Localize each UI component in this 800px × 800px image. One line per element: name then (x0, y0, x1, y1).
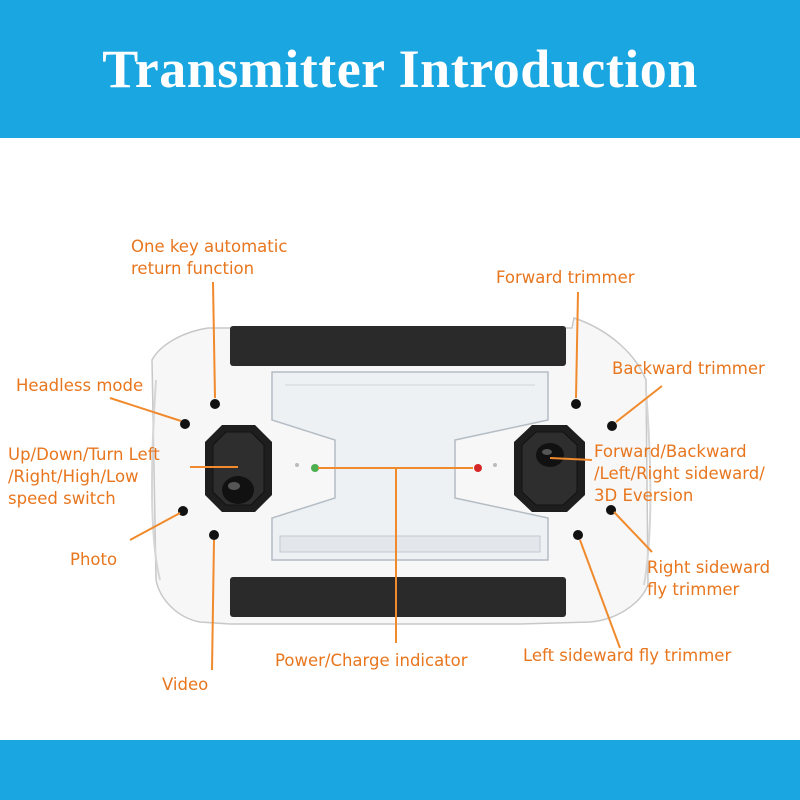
left-sideward-trimmer-button[interactable] (573, 530, 583, 540)
backward-trimmer-button[interactable] (607, 421, 617, 431)
label-photo: Photo (70, 550, 118, 569)
leader-lines (109, 281, 663, 671)
phone-holder (271, 371, 549, 561)
video-button[interactable] (209, 530, 219, 540)
one-key-return-button[interactable] (210, 399, 220, 409)
right-joystick[interactable] (514, 425, 585, 512)
label-direction-stick: Forward/Backward/Left/Right sideward/3D … (594, 442, 765, 505)
forward-trimmer-button[interactable] (571, 399, 581, 409)
photo-button[interactable] (178, 506, 188, 516)
charge-led-icon (474, 464, 482, 472)
bottom-grip (230, 577, 566, 617)
page-title: Transmitter Introduction (102, 39, 698, 99)
label-power-indicator: Power/Charge indicator (275, 651, 468, 670)
power-led-icon (311, 464, 319, 472)
top-grip (230, 326, 566, 366)
label-video: Video (162, 675, 209, 694)
bottom-banner (0, 740, 800, 800)
title-banner: Transmitter Introduction (0, 0, 800, 138)
left-joystick[interactable] (205, 425, 272, 512)
label-headless-mode: Headless mode (16, 376, 144, 395)
label-forward-trimmer: Forward trimmer (496, 268, 635, 287)
headless-mode-button[interactable] (180, 419, 190, 429)
label-backward-trimmer: Backward trimmer (612, 359, 765, 378)
label-left-sideward-trimmer: Left sideward fly trimmer (523, 646, 732, 665)
